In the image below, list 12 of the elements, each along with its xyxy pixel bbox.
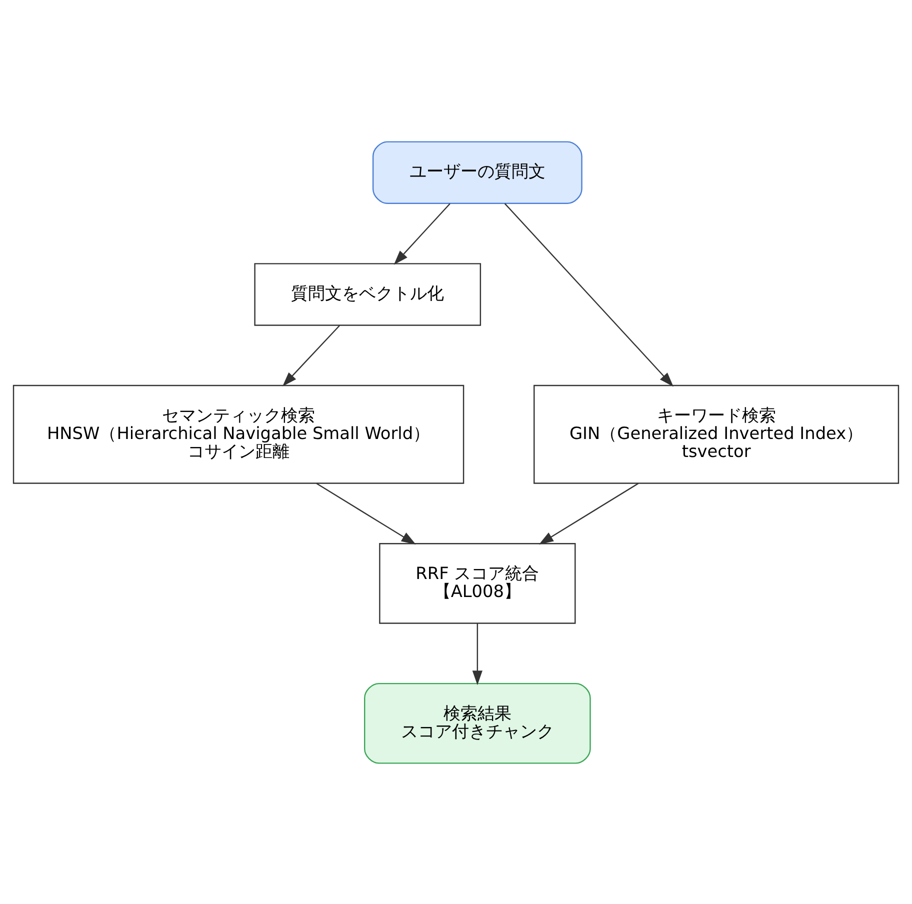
arrow <box>316 482 416 544</box>
node-box: RRF スコア統合 【AL008】 <box>379 542 576 624</box>
node-box: ユーザーの質問文 <box>372 140 582 204</box>
arrow <box>472 622 482 685</box>
arrow <box>394 202 450 264</box>
arrow <box>538 482 639 544</box>
node-box: キーワード検索 GIN（Generalized Inverted Index） tsvector <box>534 384 900 484</box>
node-box: 質問文をベクトル化 <box>254 262 482 326</box>
arrow <box>282 324 340 386</box>
node-box: セマンティック検索 HNSW（Hierarchical Navigable Small World） コサイン距離 <box>12 384 464 484</box>
node-box: 検索結果 スコア付きチャンク <box>364 682 591 764</box>
arrow <box>504 202 674 386</box>
